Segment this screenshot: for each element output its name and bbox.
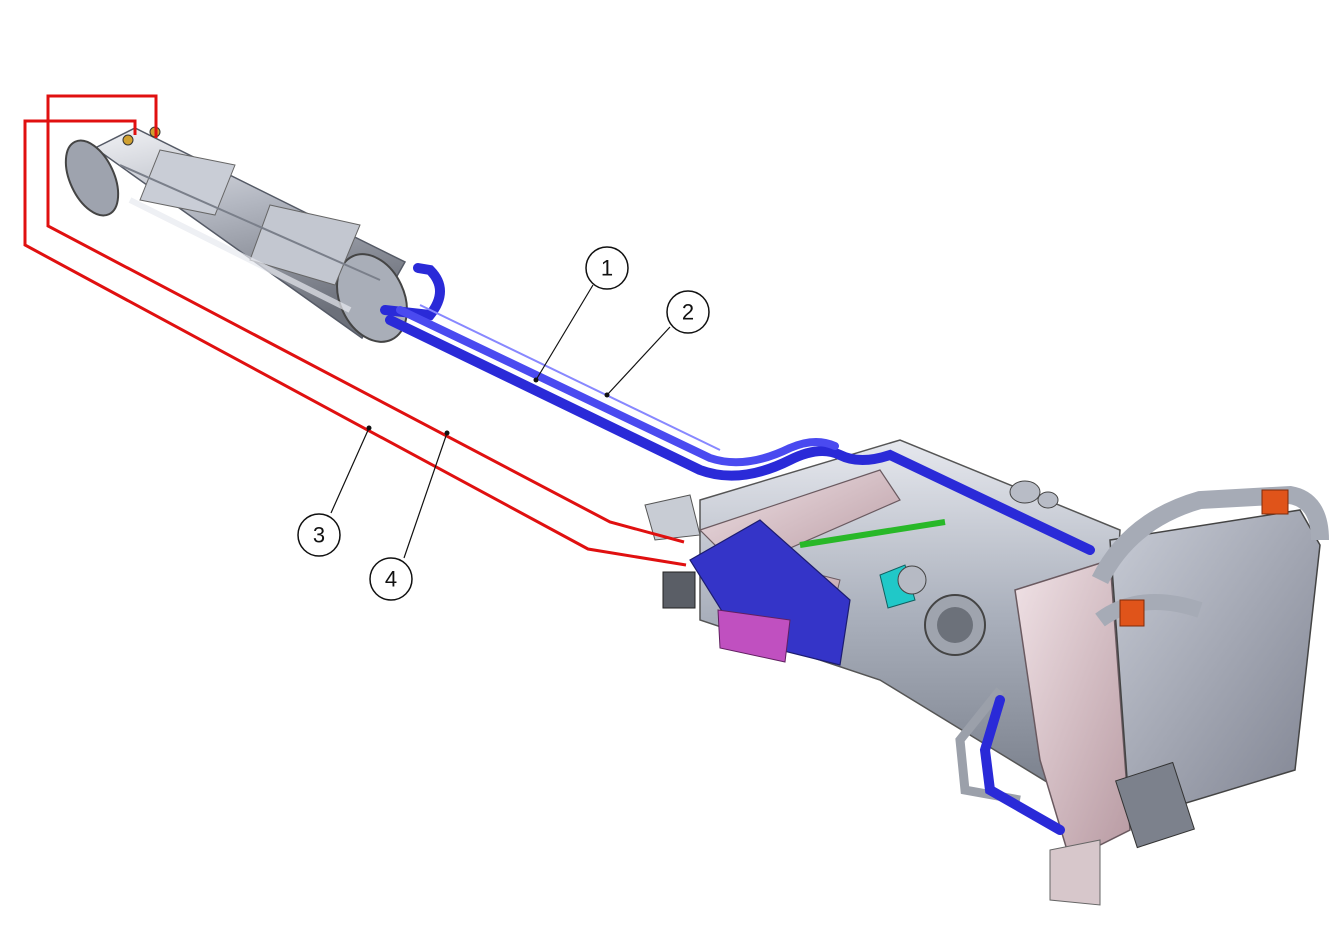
muffler-tank-assembly xyxy=(64,126,408,343)
callout-label: 2 xyxy=(682,300,694,325)
callout-label: 4 xyxy=(385,567,397,592)
callout-label: 3 xyxy=(313,523,325,548)
callout-3: 3 xyxy=(297,513,341,557)
wire-pair xyxy=(23,94,687,567)
callout-2: 2 xyxy=(666,290,710,334)
callout-label: 1 xyxy=(601,256,613,281)
engine-assembly xyxy=(644,439,1329,906)
leader-dots xyxy=(366,377,610,436)
callout-4: 4 xyxy=(369,557,413,601)
hose-pair xyxy=(380,263,1095,835)
leader-lines xyxy=(330,284,671,559)
callout-1: 1 xyxy=(585,246,629,290)
